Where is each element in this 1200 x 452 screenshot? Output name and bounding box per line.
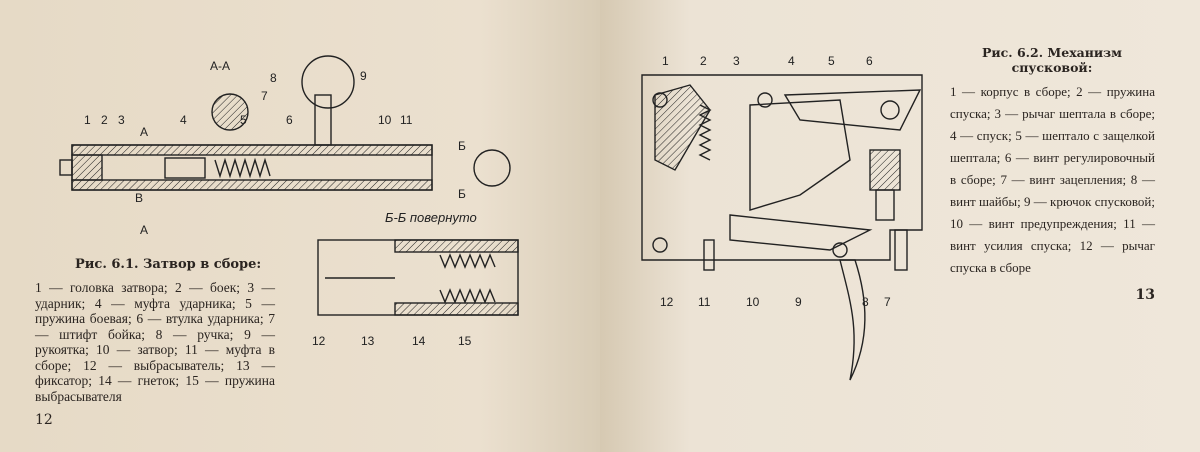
callout: 10 [378, 113, 392, 127]
callout: 8 [270, 71, 277, 85]
callouts-top: 1 2 3 4 5 6 [662, 54, 873, 68]
callout: 11 [400, 113, 413, 127]
figure-6-2-legend: 1 — корпус в сборе; 2 — пружина спуска; … [950, 84, 1155, 275]
callout: 4 [788, 54, 795, 68]
callout: 12 [660, 295, 674, 309]
section-label: А [140, 125, 148, 139]
callout: 5 [828, 54, 835, 68]
page-number: 12 [35, 412, 53, 428]
callout: 13 [361, 334, 375, 348]
bolt-assembly-drawing: 1 2 3 4 5 6 7 8 9 10 11 А-А А А В Б Б Б-… [59, 55, 519, 348]
figure-6-1-caption: Рис. 6.1. Затвор в сборе: [75, 257, 262, 272]
section-label: А-А [210, 59, 230, 73]
callout: 7 [884, 295, 891, 309]
page-number: 13 [1135, 287, 1155, 303]
callout: 11 [698, 295, 711, 309]
section-label: Б-Б повернуто [385, 210, 477, 225]
section-label: А [140, 223, 148, 237]
figure-6-2-text-column: 1 — корпус в сборе; 2 — пружина спуска; … [950, 81, 1155, 303]
figure-6-1-legend: 1 — головка затвора; 2 — боек; 3 — ударн… [35, 280, 275, 404]
callout: 7 [261, 89, 268, 103]
callout: 12 [312, 334, 326, 348]
section-label: Б [458, 187, 466, 201]
callout: 2 [101, 113, 108, 127]
callout: 4 [180, 113, 187, 127]
left-page: 1 2 3 4 5 6 7 8 9 10 11 А-А А А В Б Б Б-… [0, 0, 600, 452]
figure-6-1-text-column: 1 — головка затвора; 2 — боек; 3 — ударн… [35, 280, 275, 428]
section-label: Б [458, 139, 466, 153]
callout: 8 [862, 295, 869, 309]
callout: 1 [84, 113, 91, 127]
callout: 6 [286, 113, 293, 127]
callout: 14 [412, 334, 426, 348]
callout: 9 [795, 295, 802, 309]
section-label: В [135, 191, 143, 205]
callout: 5 [240, 113, 247, 127]
right-page: 1 2 3 4 5 6 12 11 10 9 8 7 Рис. 6.2. Мех… [600, 0, 1200, 452]
callout: 1 [662, 54, 669, 68]
figure-6-2-caption: Рис. 6.2. Механизм спусковой: [981, 45, 1123, 75]
callout: 6 [866, 54, 873, 68]
trigger-mechanism-drawing: 1 2 3 4 5 6 12 11 10 9 8 7 [641, 54, 923, 381]
callout: 3 [733, 54, 740, 68]
callout: 2 [700, 54, 707, 68]
callouts-bottom: 12 11 10 9 8 7 [660, 295, 891, 309]
callout: 9 [360, 69, 367, 83]
callout: 3 [118, 113, 125, 127]
callout: 15 [458, 334, 472, 348]
callouts-bottom: 12 13 14 15 [312, 334, 472, 348]
callout: 10 [746, 295, 760, 309]
callouts-top: 1 2 3 4 5 6 7 8 9 10 11 [84, 69, 413, 127]
